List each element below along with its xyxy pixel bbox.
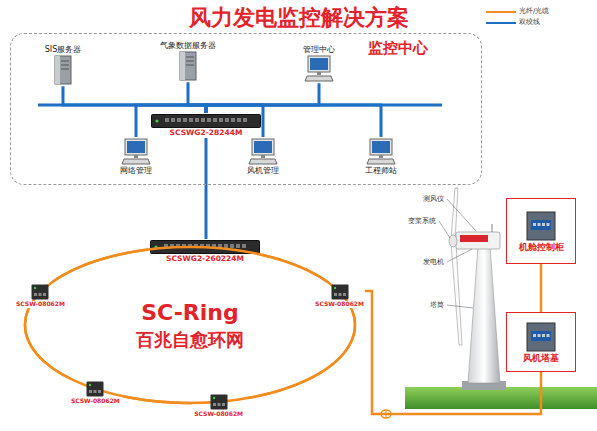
node-label: 工程师站 [364,166,398,175]
node-label: 网络管理 [119,166,153,175]
ground [405,387,597,409]
part-label: 塔筒 [430,301,444,310]
device-model: SCSWG2-260224M [165,255,245,264]
server-icon [53,55,73,85]
server-node: 气象数据服务器 [159,41,217,82]
cab-icon [526,211,556,241]
fiber-link [25,309,70,378]
switch-node: SCSW-08062M [193,393,244,418]
legend-text: 光纤/光缆 [519,7,549,15]
small-icon [86,381,104,397]
nacelle [456,232,500,249]
part-label: 发电机 [423,258,444,267]
switch-node: SCSW-08062M [314,283,365,308]
small-icon [31,284,49,300]
twisted-pair-link [188,82,206,113]
legend-line [486,20,516,26]
server-node: SIS服务器 [44,45,83,86]
workstation-node: 风机管理 [246,137,280,175]
pc-icon [248,138,278,165]
legend-row: 光纤/光缆 [486,6,549,17]
leader-line [439,221,450,238]
fiber-link [540,264,543,312]
part-label: 测风仪 [423,195,444,204]
twisted-pair-link [52,250,147,282]
hub [449,235,457,247]
workstation-node: 工程师站 [364,137,398,175]
cabinet-box: 机舱控制柜 [506,198,576,264]
twisted-pair-link [63,86,206,113]
node-label: 百兆自愈环网 [136,328,244,351]
node-label: 风机塔基 [522,353,560,363]
server-icon [178,51,198,81]
switch-node: SCSWG2-28244M [151,113,261,138]
part-label: 变桨系统 [408,217,436,226]
node-label: 管理中心 [302,45,336,54]
leader-line [447,305,473,308]
pc-icon [121,138,151,165]
legend: 光纤/光缆双绞线 [486,6,549,28]
nacelle-stripe [460,235,488,242]
device-model: SCSW-08062M [70,398,121,405]
blade [451,243,462,345]
big-icon [151,114,261,128]
device-model: SCSW-08062M [314,301,365,308]
leader-line [447,199,476,231]
switch-node: SCSW-08062M [15,283,66,308]
node-label: 气象数据服务器 [159,41,217,50]
fiber-link [262,255,327,282]
device-model: SCSW-08062M [193,411,244,418]
page-title: 风力发电监控解决方案 [0,3,597,33]
node-label: SC-Ring [141,299,239,328]
switch-node: SCSW-08062M [70,380,121,405]
cab-icon [526,322,556,352]
small-icon [331,284,349,300]
leader-line [447,249,472,262]
node-label: 风机管理 [246,166,280,175]
node-label: 监控中心 [367,40,429,57]
device-model: SCSWG2-28244M [169,129,244,138]
wind-vane [492,224,493,232]
device-model: SCSW-08062M [15,301,66,308]
legend-text: 双绞线 [519,18,540,26]
small-icon [210,394,228,410]
monitor-center-group: SIS服务器 气象数据服务器 管理中心 SCSWG2-28244M 网络管理 风机管理 工程… [10,33,482,185]
cabinet-box: 风机塔基 [506,312,576,372]
legend-row: 双绞线 [486,17,549,28]
workstation-node: 管理中心 [302,45,336,83]
twisted-pair-link [205,138,208,239]
pc-icon [366,138,396,165]
ring-network: SC-Ring百兆自愈环网 [25,247,355,403]
fiber-link [248,310,355,398]
pc-icon [304,55,334,82]
legend-line [486,9,516,15]
node-label: SIS服务器 [44,45,83,54]
workstation-node: 网络管理 [119,137,153,175]
tower [468,246,500,383]
node-label: 机舱控制柜 [518,242,565,252]
